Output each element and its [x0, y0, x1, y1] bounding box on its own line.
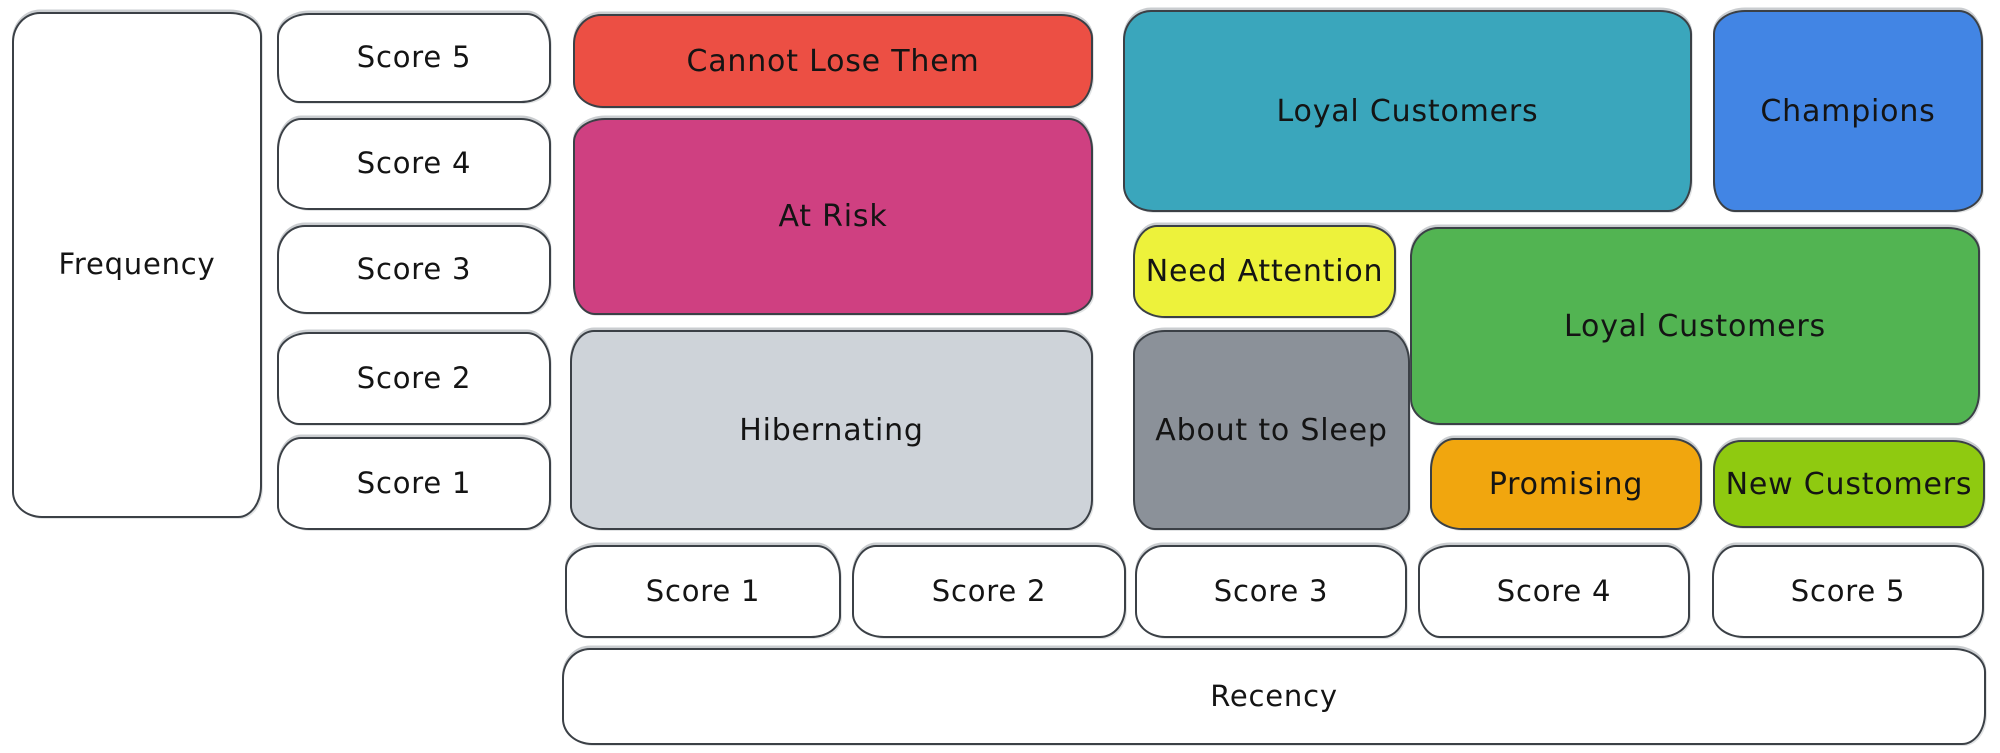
recency-score-5-box: Score 5 [1712, 545, 1984, 638]
recency-score-4-box: Score 4 [1418, 545, 1690, 638]
segment-loyal-customers-lower: Loyal Customers [1410, 227, 1980, 425]
recency-score-2-label: Score 2 [931, 573, 1047, 608]
frequency-score-1-box: Score 1 [277, 437, 551, 530]
segment-label: Loyal Customers [1276, 93, 1539, 129]
frequency-score-1-label: Score 1 [356, 465, 472, 500]
y-axis-label-box: Frequency [12, 12, 262, 518]
segment-label: Need Attention [1145, 254, 1384, 289]
segment-loyal-customers-upper: Loyal Customers [1123, 10, 1692, 212]
recency-score-2-box: Score 2 [852, 545, 1126, 638]
segment-new-customers: New Customers [1713, 440, 1985, 528]
segment-label: Cannot Lose Them [686, 43, 980, 79]
segment-label: Loyal Customers [1564, 308, 1826, 344]
frequency-score-5-box: Score 5 [277, 13, 551, 103]
segment-need-attention: Need Attention [1133, 225, 1396, 318]
segment-label: About to Sleep [1155, 412, 1388, 448]
frequency-score-4-label: Score 4 [356, 146, 472, 181]
frequency-score-3-label: Score 3 [356, 251, 472, 286]
frequency-score-5-label: Score 5 [356, 40, 472, 75]
segment-champions: Champions [1713, 10, 1983, 212]
recency-score-5-label: Score 5 [1790, 573, 1906, 608]
recency-score-3-box: Score 3 [1135, 545, 1407, 638]
frequency-score-2-box: Score 2 [277, 332, 551, 425]
recency-score-1-box: Score 1 [565, 545, 841, 638]
recency-score-3-label: Score 3 [1213, 573, 1329, 608]
segment-label: At Risk [778, 199, 888, 234]
recency-score-4-label: Score 4 [1496, 573, 1612, 608]
segment-hibernating: Hibernating [570, 330, 1093, 530]
y-axis-label: Frequency [58, 247, 216, 282]
frequency-score-3-box: Score 3 [277, 225, 551, 314]
frequency-score-2-label: Score 2 [356, 360, 472, 395]
segment-label: Champions [1760, 93, 1936, 129]
recency-score-1-label: Score 1 [645, 573, 761, 608]
frequency-score-4-box: Score 4 [277, 118, 551, 210]
x-axis-label: Recency [1210, 678, 1338, 713]
segment-at-risk: At Risk [573, 118, 1093, 315]
segment-label: Hibernating [739, 412, 924, 448]
segment-label: Promising [1488, 466, 1644, 502]
segment-about-to-sleep: About to Sleep [1133, 330, 1410, 530]
segment-label: New Customers [1725, 466, 1973, 502]
x-axis-label-box: Recency [562, 648, 1986, 745]
segment-promising: Promising [1430, 438, 1702, 530]
segment-cannot-lose-them: Cannot Lose Them [573, 14, 1093, 108]
